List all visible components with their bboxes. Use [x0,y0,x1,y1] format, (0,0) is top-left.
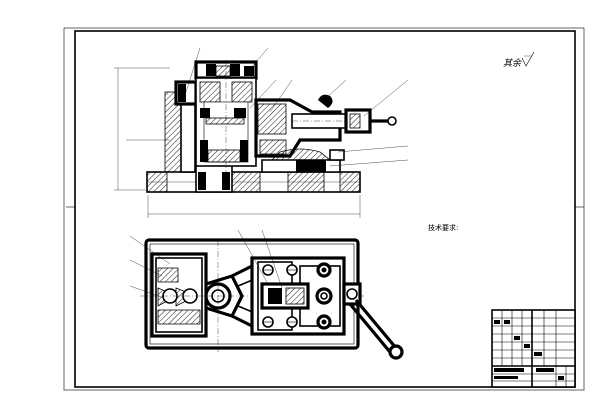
roughness-text: 其余 [503,58,522,69]
roughness-symbol: 其余 [503,51,535,69]
technical-requirements: 技术要求: [428,223,458,232]
title-block [491,309,576,388]
bolt-holes [262,262,333,330]
top-view [129,229,404,360]
front-section-view [114,47,409,218]
sheet-border [63,27,585,391]
leader-lines-top [129,229,283,299]
tech-req-title: 技术要求: [428,223,458,232]
leader-lines-front [126,47,409,167]
